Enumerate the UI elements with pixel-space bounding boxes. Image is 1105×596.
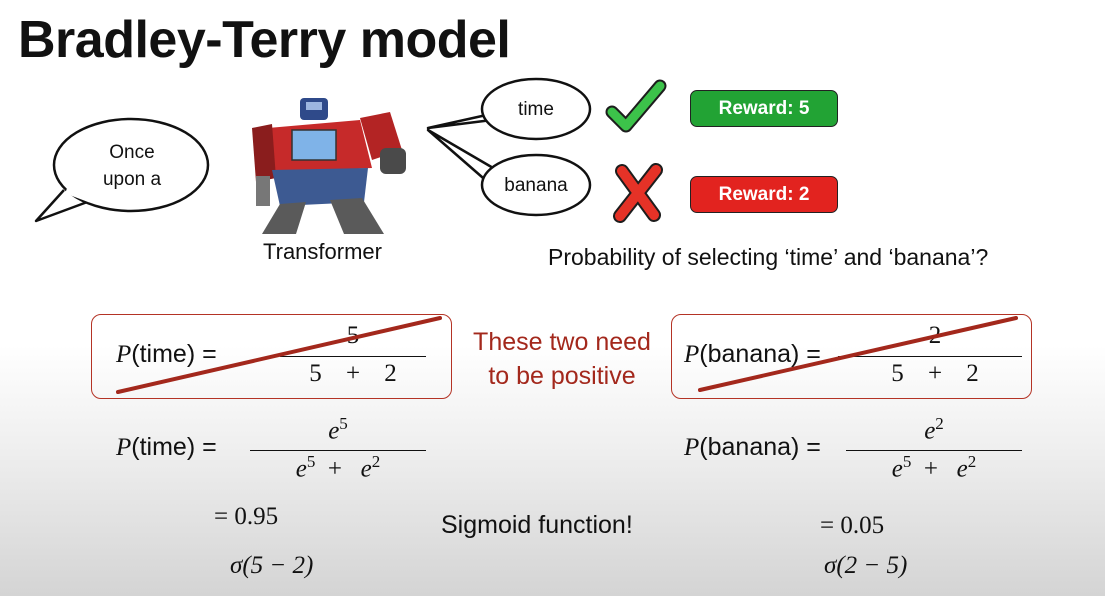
lhs-banana: P(banana) =	[684, 433, 821, 461]
crossed-fraction-bar-time	[280, 356, 426, 357]
prompt-bubble-shape	[34, 117, 210, 223]
crossed-lhs-banana: P(banana) =	[684, 340, 821, 368]
positivity-note: These two need to be positive	[458, 325, 666, 393]
fraction-bar-banana	[846, 450, 1022, 451]
bubble-layer	[34, 77, 667, 234]
strike-layer	[116, 316, 1018, 394]
numerator-banana: e2	[924, 414, 944, 445]
strike-line-time	[116, 316, 442, 394]
sigmoid-note: Sigmoid function!	[441, 511, 633, 539]
lhs-time: P(time) =	[116, 433, 217, 461]
reward-badge-time: Reward: 5	[690, 90, 838, 127]
prompt-bubble: Once upon a	[84, 139, 180, 193]
crossed-lhs-time: P(time) =	[116, 340, 217, 368]
sigmoid-banana: σ(2 − 5)	[824, 552, 908, 579]
result-banana: = 0.05	[820, 512, 885, 539]
sigmoid-time: σ(5 − 2)	[230, 552, 314, 579]
crossed-numerator-time: 5	[346, 322, 360, 349]
crossed-fraction-bar-banana	[838, 356, 1022, 357]
prompt-line-2: upon a	[102, 169, 162, 190]
crossed-denominator-time: 5 + 2	[309, 360, 397, 387]
question-text: Probability of selecting ‘time’ and ‘ban…	[548, 244, 989, 270]
denominator-time: e5 + e2	[295, 452, 381, 483]
positivity-note-line-2: to be positive	[488, 362, 636, 390]
fraction-bar-time	[250, 450, 426, 451]
prompt-line-1: Once	[109, 142, 155, 163]
positivity-note-line-1: These two need	[473, 328, 651, 356]
result-time: = 0.95	[214, 503, 279, 530]
banana-bubble-label: banana	[504, 175, 568, 196]
time-bubble-label: time	[518, 99, 554, 120]
crossed-denominator-banana: 5 + 2	[891, 360, 979, 387]
crossed-formula-banana-frame	[671, 314, 1032, 399]
crossed-formula-time-frame	[91, 314, 452, 399]
denominator-banana: e5 + e2	[891, 452, 977, 483]
reward-badge-banana: Reward: 2	[690, 176, 838, 213]
transformer-robot-image	[252, 98, 406, 234]
check-icon	[605, 79, 667, 133]
strike-line-banana	[698, 316, 1018, 392]
cross-icon	[613, 163, 663, 223]
time-bubble-shape	[426, 77, 592, 141]
numerator-time: e5	[328, 414, 348, 445]
banana-bubble-shape	[426, 128, 592, 217]
slide-title: Bradley-Terry model	[18, 11, 511, 69]
model-label: Transformer	[263, 239, 382, 264]
